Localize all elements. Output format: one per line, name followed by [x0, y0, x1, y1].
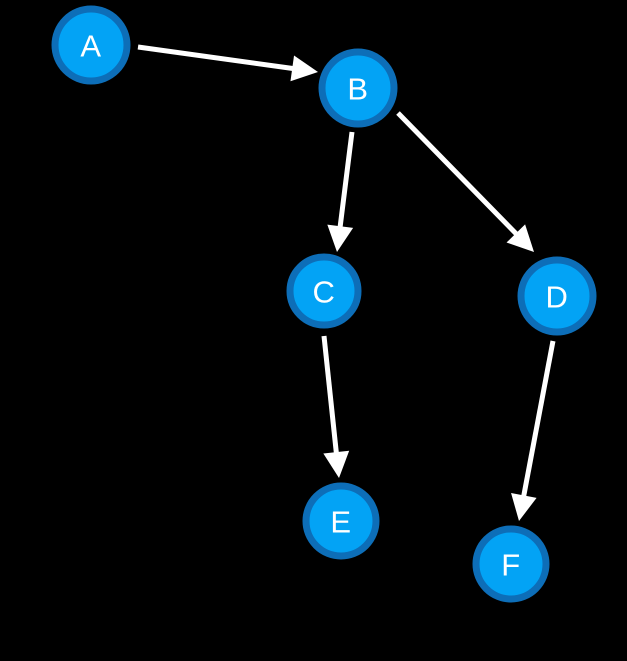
edge-b-d	[396, 111, 534, 252]
node-label: B	[347, 72, 368, 107]
arrowhead-icon	[511, 493, 537, 521]
edge-d-f	[511, 340, 556, 521]
graph-node-b[interactable]: B	[318, 48, 398, 128]
node-circle[interactable]	[517, 256, 597, 336]
edge-c-e	[321, 335, 350, 478]
edge-a-b	[137, 44, 318, 82]
node-circle[interactable]	[318, 48, 398, 128]
graph-node-c[interactable]: C	[286, 253, 362, 329]
arrowhead-icon	[506, 224, 534, 252]
node-circle[interactable]	[51, 5, 131, 85]
node-label: E	[330, 505, 351, 540]
edges-layer	[137, 44, 556, 521]
edge-b-c	[327, 131, 355, 252]
arrowhead-icon	[290, 55, 318, 82]
node-circle[interactable]	[472, 525, 550, 603]
nodes-layer: A B C D E F	[51, 5, 597, 603]
edge-line	[520, 340, 556, 502]
arrowhead-icon	[327, 224, 354, 252]
node-circle[interactable]	[302, 482, 380, 560]
node-label: C	[313, 275, 336, 310]
node-label: A	[80, 29, 101, 64]
arrowhead-icon	[323, 450, 350, 478]
node-circle[interactable]	[286, 253, 362, 329]
graph-node-f[interactable]: F	[472, 525, 550, 603]
graph-node-d[interactable]: D	[517, 256, 597, 336]
edge-line	[396, 111, 522, 239]
edge-line	[321, 335, 340, 458]
edge-line	[337, 131, 355, 232]
graph-node-a[interactable]: A	[51, 5, 131, 85]
edge-line	[137, 44, 298, 72]
node-label: D	[546, 280, 569, 315]
graph-node-e[interactable]: E	[302, 482, 380, 560]
node-label: F	[501, 548, 520, 583]
